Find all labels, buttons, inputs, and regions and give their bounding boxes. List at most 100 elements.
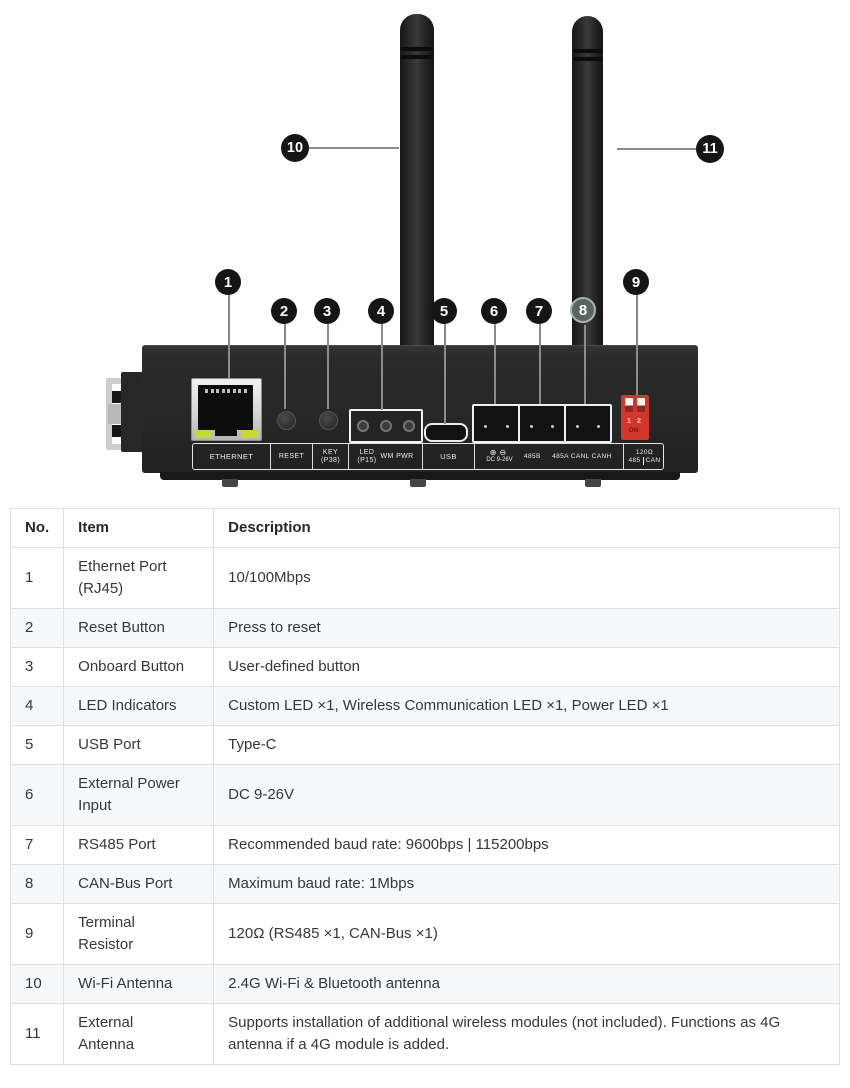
table-row: 7 RS485 Port Recommended baud rate: 9600… (9, 825, 840, 865)
table-row: 3 Onboard Button User-defined button (9, 647, 840, 687)
row-item: USB Port (63, 725, 215, 765)
leader-line-8 (584, 325, 586, 404)
row-description: Supports installation of additional wire… (213, 1003, 840, 1065)
callout-9: 9 (623, 269, 649, 295)
leader-line-3 (327, 324, 329, 409)
reset-label: RESET (278, 452, 305, 460)
wireless-led (379, 420, 392, 432)
dip-switch-1 (625, 398, 633, 412)
table-row: 2 Reset Button Press to reset (9, 608, 840, 648)
usb-label: USB (440, 451, 457, 461)
row-no: 9 (9, 903, 65, 965)
row-no: 11 (9, 1003, 65, 1065)
terminal-485-label: 485 (628, 456, 641, 464)
dc-plus-icon: ⊕ (489, 448, 500, 457)
row-no: 8 (9, 864, 65, 904)
onboard-key-button (319, 411, 338, 430)
custom-led (356, 420, 369, 432)
dc-voltage-label: DC 9-26V (486, 457, 513, 463)
row-no: 10 (9, 964, 65, 1004)
rs485-terminal (518, 404, 566, 443)
row-no: 6 (9, 764, 65, 826)
table-row: 5 USB Port Type-C (9, 725, 840, 765)
spec-table: No. Item Description 1 Ethernet Port (RJ… (9, 508, 840, 1065)
device-label-bar: ETHERNET RESET KEY (P38) LED (P15) WM PW… (192, 443, 664, 470)
callout-5: 5 (431, 298, 457, 324)
ethernet-led-right (241, 430, 258, 438)
row-item: Ethernet Port (RJ45) (63, 547, 215, 609)
table-row: 1 Ethernet Port (RJ45) 10/100Mbps (9, 547, 840, 609)
din-rail-clip-arm (106, 444, 122, 450)
led-indicator-block (349, 409, 423, 443)
dc-minus-icon: ⊖ (499, 448, 510, 457)
leader-line-7 (539, 324, 541, 404)
device-foot (585, 479, 601, 487)
row-description: Recommended baud rate: 9600bps | 115200b… (213, 825, 840, 865)
key-label: KEY (P38) (320, 448, 341, 464)
wifi-antenna (400, 14, 434, 350)
callout-3: 3 (314, 298, 340, 324)
din-rail-tab (112, 391, 122, 403)
external-antenna (572, 16, 603, 350)
header-description: Description (213, 508, 840, 548)
row-description: Custom LED ×1, Wireless Communication LE… (213, 686, 840, 726)
device-figure: 1 2 ON↓ ETHERNET RESET KEY (P38) LED (P1… (0, 0, 850, 500)
leader-line-4 (381, 324, 383, 410)
dip-switch-2 (637, 398, 645, 412)
antenna-ridge (401, 55, 433, 59)
row-no: 7 (9, 825, 65, 865)
din-rail-plate (108, 404, 123, 424)
table-row: 8 CAN-Bus Port Maximum baud rate: 1Mbps (9, 864, 840, 904)
header-item: Item (63, 508, 215, 548)
table-row: 10 Wi-Fi Antenna 2.4G Wi-Fi & Bluetooth … (9, 964, 840, 1004)
usb-c-port (424, 423, 468, 442)
callout-10: 10 (281, 134, 309, 162)
row-description: DC 9-26V (213, 764, 840, 826)
antenna-ridge (573, 57, 602, 61)
rs485a-can-label: 485A CANL CANH (552, 452, 612, 460)
row-no: 2 (9, 608, 65, 648)
terminal-resistor-label: 120Ω (635, 448, 654, 456)
row-item: External Power Input (63, 764, 215, 826)
antenna-ridge (401, 47, 433, 51)
table-row: 9 Terminal Resistor 120Ω (RS485 ×1, CAN-… (9, 903, 840, 965)
canbus-terminal (564, 404, 612, 443)
rj45-notch (215, 424, 237, 436)
row-item: CAN-Bus Port (63, 864, 215, 904)
callout-11: 11 (696, 135, 724, 163)
device-bottom-lip (160, 472, 680, 480)
row-no: 1 (9, 547, 65, 609)
row-no: 3 (9, 647, 65, 687)
row-description: Maximum baud rate: 1Mbps (213, 864, 840, 904)
callout-6: 6 (481, 298, 507, 324)
row-item: Reset Button (63, 608, 215, 648)
rj45-socket (198, 385, 253, 436)
leader-line-5 (444, 324, 446, 424)
din-rail-clip-arm (106, 378, 122, 384)
row-item: External Antenna (63, 1003, 215, 1065)
reset-button (277, 411, 296, 430)
leader-line-6 (494, 324, 496, 404)
callout-2: 2 (271, 298, 297, 324)
leader-line-10 (309, 147, 399, 149)
ethernet-label: ETHERNET (209, 451, 254, 461)
leader-line-11 (617, 148, 697, 150)
row-item: Terminal Resistor (63, 903, 215, 965)
row-description: 2.4G Wi-Fi & Bluetooth antenna (213, 964, 840, 1004)
antenna-ridge (573, 49, 602, 53)
leader-line-9 (636, 295, 638, 395)
table-row: 4 LED Indicators Custom LED ×1, Wireless… (9, 686, 840, 726)
table-row: 11 External Antenna Supports installatio… (9, 1003, 840, 1065)
table-header-row: No. Item Description (9, 508, 840, 548)
ethernet-led-left (195, 430, 212, 438)
row-description: 10/100Mbps (213, 547, 840, 609)
row-description: 120Ω (RS485 ×1, CAN-Bus ×1) (213, 903, 840, 965)
power-led (403, 420, 416, 432)
dip-switch-on-label: ON↓ (628, 427, 642, 434)
leader-line-1 (228, 295, 230, 379)
row-no: 5 (9, 725, 65, 765)
din-rail-tab (112, 425, 122, 437)
header-no: No. (9, 508, 65, 548)
rj45-pins (205, 389, 247, 393)
row-item: Wi-Fi Antenna (63, 964, 215, 1004)
